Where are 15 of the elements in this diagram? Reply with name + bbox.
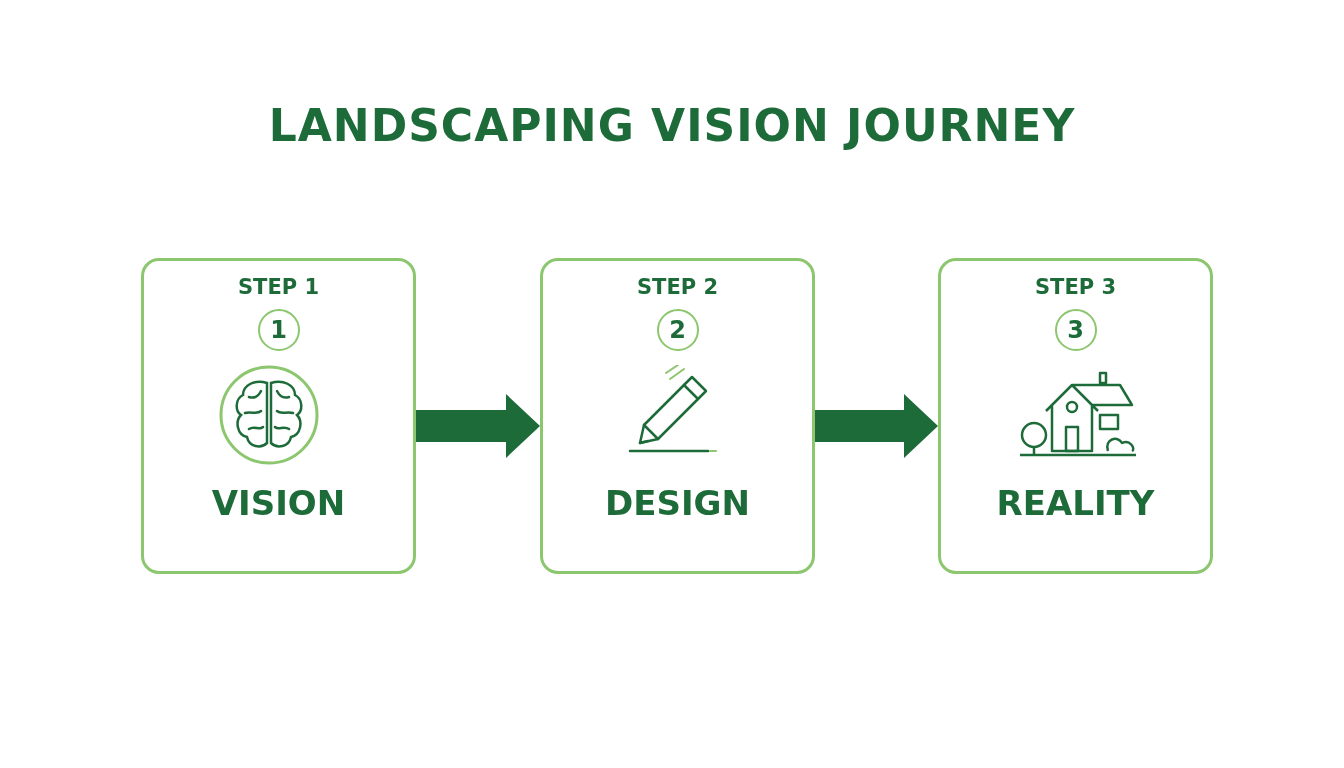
step-card bbox=[938, 258, 1213, 574]
arrow bbox=[815, 394, 938, 458]
arrow bbox=[416, 394, 540, 458]
diagram-title: LANDSCAPING VISION JOURNEY bbox=[267, 100, 1077, 151]
step-number: 1 bbox=[257, 309, 300, 351]
step-label: STEP 3 bbox=[1033, 275, 1118, 299]
step-title: DESIGN bbox=[604, 483, 751, 523]
step-card bbox=[540, 258, 815, 574]
step-title: REALITY bbox=[995, 483, 1156, 523]
step-number: 2 bbox=[656, 309, 699, 351]
step-card bbox=[141, 258, 416, 574]
step-number: 3 bbox=[1054, 309, 1097, 351]
step-label: STEP 1 bbox=[236, 275, 321, 299]
step-title: VISION bbox=[210, 483, 347, 523]
step-label: STEP 2 bbox=[635, 275, 720, 299]
